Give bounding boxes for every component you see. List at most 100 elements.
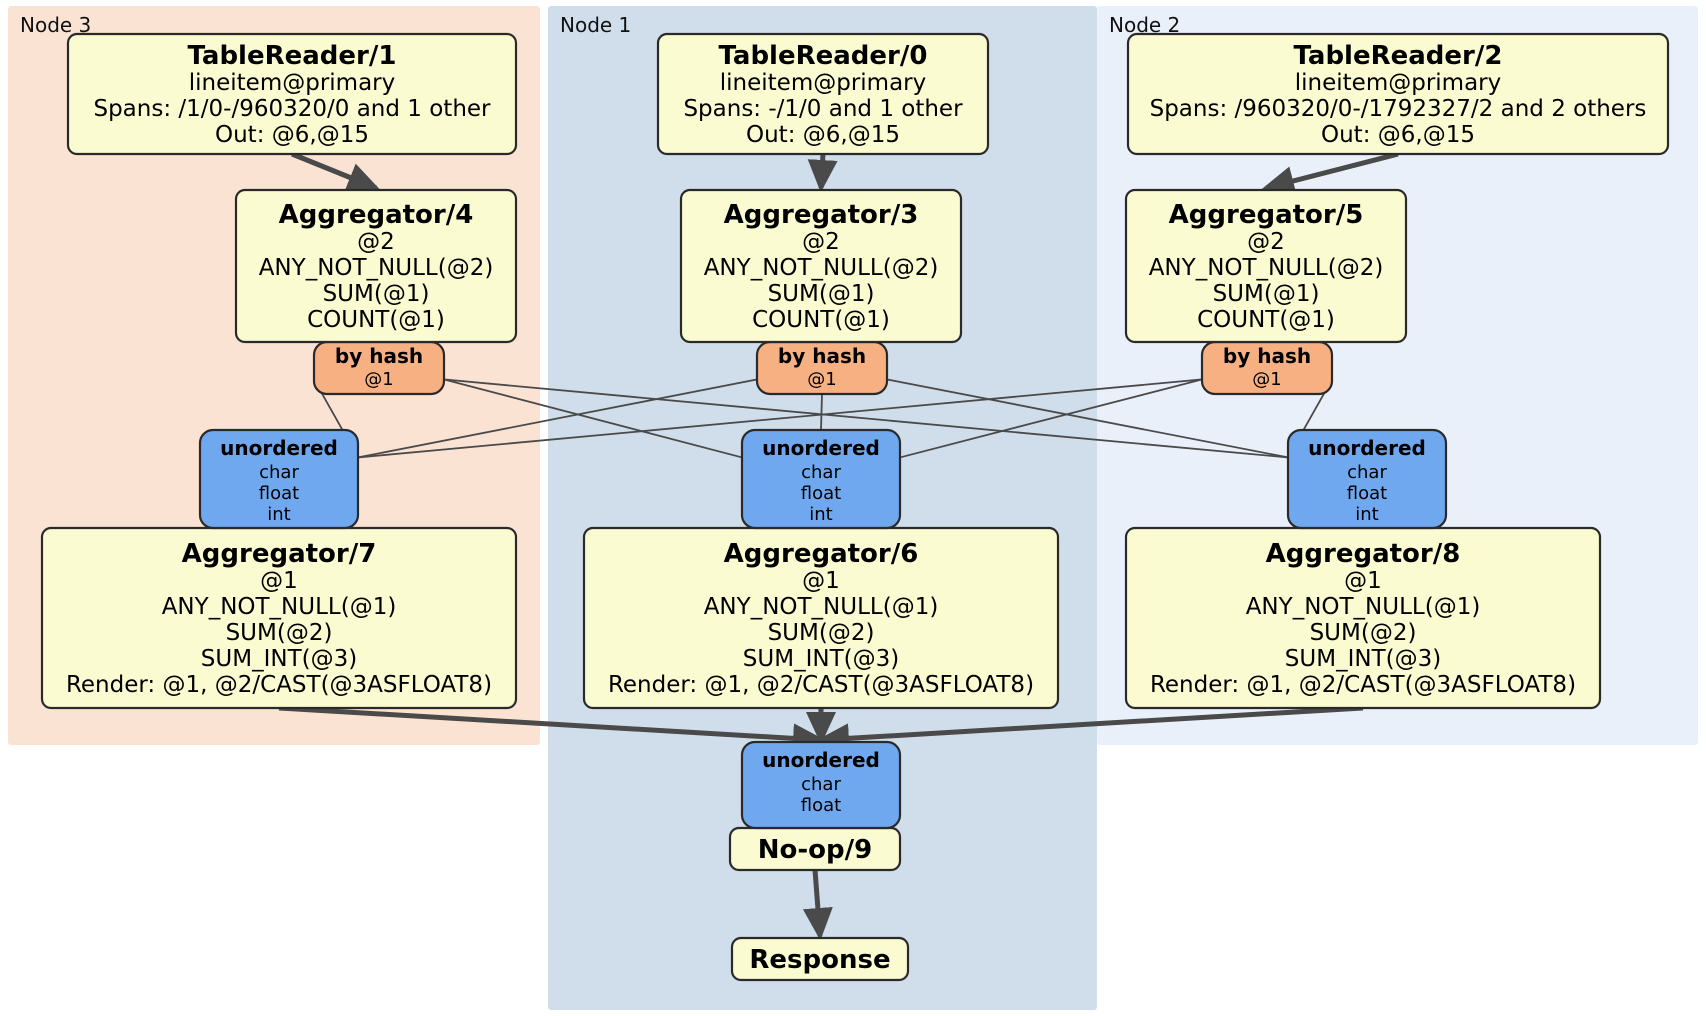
processor-box[interactable]	[656, 32, 990, 156]
unordered-router-box[interactable]	[1286, 428, 1448, 530]
processor-title: Aggregator/7	[182, 539, 377, 569]
hash-router-by-hash-5[interactable]: by hash@1	[1200, 340, 1334, 396]
processor-detail-line: ANY_NOT_NULL(@1)	[704, 594, 939, 620]
processor-box[interactable]	[679, 188, 963, 344]
processor-title: TableReader/0	[719, 41, 928, 71]
processor-noop-9[interactable]: No-op/9	[728, 826, 902, 872]
hash-router-detail-line: @1	[807, 369, 836, 390]
edge-hash4-to-unordered8	[443, 378, 1289, 459]
node-panel-label: Node 1	[560, 13, 631, 37]
unordered-router-box[interactable]	[740, 428, 902, 530]
processor-detail-line: lineitem@primary	[1295, 70, 1501, 96]
edge-noop9-to-response	[802, 869, 833, 941]
hash-router-by-hash-4[interactable]: by hash@1	[312, 340, 446, 396]
processor-detail-line: Out: @6,@15	[1321, 122, 1475, 148]
processor-box[interactable]	[1124, 188, 1408, 344]
processor-title: Aggregator/6	[724, 539, 919, 569]
processor-title: Response	[749, 945, 890, 975]
unordered-router-box[interactable]	[740, 740, 902, 830]
processor-box[interactable]	[730, 936, 910, 982]
processor-detail-line: Spans: /1/0-/960320/0 and 1 other	[93, 96, 491, 122]
processor-detail-line: SUM(@1)	[323, 281, 430, 307]
unordered-router-type-line: char	[259, 462, 299, 483]
processor-box[interactable]	[234, 188, 518, 344]
processor-detail-line: SUM(@2)	[1310, 620, 1417, 646]
processor-aggregator-5[interactable]: Aggregator/5@2ANY_NOT_NULL(@2)SUM(@1)COU…	[1124, 188, 1408, 344]
edge-hash3-to-unordered7	[357, 378, 758, 459]
hash-router-detail-line: @1	[1252, 369, 1281, 390]
unordered-router-title: unordered	[1308, 436, 1426, 460]
processor-detail-line: Out: @6,@15	[746, 122, 900, 148]
edge-hash4-to-unordered6	[443, 378, 743, 459]
processor-detail-line: SUM(@1)	[768, 281, 875, 307]
unordered-routers-layer: unorderedcharfloatintunorderedcharfloati…	[198, 428, 1448, 830]
processor-detail-line: COUNT(@1)	[307, 307, 445, 333]
processor-aggregator-4[interactable]: Aggregator/4@2ANY_NOT_NULL(@2)SUM(@1)COU…	[234, 188, 518, 344]
processor-detail-line: Render: @1, @2/CAST(@3ASFLOAT8)	[66, 672, 492, 698]
processor-detail-line: SUM(@2)	[226, 620, 333, 646]
processor-box[interactable]	[66, 32, 518, 156]
unordered-router-type-line: char	[801, 462, 841, 483]
direct-edges-layer	[264, 151, 1399, 941]
processor-aggregator-8[interactable]: Aggregator/8@1ANY_NOT_NULL(@1)SUM(@2)SUM…	[1124, 526, 1602, 710]
unordered-router-type-line: float	[801, 795, 841, 816]
processor-detail-line: ANY_NOT_NULL(@1)	[162, 594, 397, 620]
edge-tr1-to-agg4	[291, 151, 381, 192]
processor-detail-line: COUNT(@1)	[752, 307, 890, 333]
processor-detail-line: @2	[802, 229, 840, 255]
processor-title: Aggregator/4	[279, 200, 474, 230]
processor-detail-line: Out: @6,@15	[215, 122, 369, 148]
processor-detail-line: SUM_INT(@3)	[201, 646, 357, 672]
processor-title: Aggregator/8	[1266, 539, 1461, 569]
unordered-router-type-line: float	[801, 483, 841, 504]
edge-agg7-to-unordered9	[278, 705, 826, 754]
processor-detail-line: lineitem@primary	[189, 70, 395, 96]
hash-router-detail-line: @1	[364, 369, 393, 390]
processor-detail-line: @1	[260, 568, 298, 594]
unordered-router-box[interactable]	[198, 428, 360, 530]
processor-title: TableReader/1	[188, 41, 397, 71]
unordered-router-type-line: float	[1347, 483, 1387, 504]
edge-tr2-to-agg5	[1261, 151, 1399, 196]
edge-hash5-to-unordered6	[899, 378, 1203, 459]
processor-aggregator-6[interactable]: Aggregator/6@1ANY_NOT_NULL(@1)SUM(@2)SUM…	[582, 526, 1060, 710]
edge-hash3-to-unordered8	[886, 378, 1289, 459]
processor-detail-line: ANY_NOT_NULL(@2)	[1149, 255, 1384, 281]
processor-title: Aggregator/5	[1169, 200, 1364, 230]
unordered-router-title: unordered	[220, 436, 338, 460]
processor-detail-line: ANY_NOT_NULL(@1)	[1246, 594, 1481, 620]
processor-aggregator-3[interactable]: Aggregator/3@2ANY_NOT_NULL(@2)SUM(@1)COU…	[679, 188, 963, 344]
processor-detail-line: ANY_NOT_NULL(@2)	[704, 255, 939, 281]
processor-detail-line: lineitem@primary	[720, 70, 926, 96]
processor-detail-line: Spans: -/1/0 and 1 other	[683, 96, 963, 122]
unordered-router-type-line: int	[809, 504, 832, 525]
processor-detail-line: Render: @1, @2/CAST(@3ASFLOAT8)	[1150, 672, 1576, 698]
hash-router-title: by hash	[1223, 344, 1311, 368]
processor-title: No-op/9	[758, 835, 872, 865]
processor-response[interactable]: Response	[730, 936, 910, 982]
edge-hash5-to-unordered7	[357, 378, 1203, 459]
unordered-router-type-line: char	[801, 774, 841, 795]
processor-detail-line: ANY_NOT_NULL(@2)	[259, 255, 494, 281]
hash-router-title: by hash	[335, 344, 423, 368]
unordered-router-title: unordered	[762, 436, 880, 460]
unordered-router-type-line: int	[1355, 504, 1378, 525]
hash-router-by-hash-3[interactable]: by hash@1	[755, 340, 889, 396]
processor-detail-line: Render: @1, @2/CAST(@3ASFLOAT8)	[608, 672, 1034, 698]
processor-box[interactable]	[1126, 32, 1670, 156]
unordered-router-type-line: char	[1347, 462, 1387, 483]
processor-title: Aggregator/3	[724, 200, 919, 230]
processor-detail-line: @2	[357, 229, 395, 255]
edge-agg8-to-unordered9	[816, 705, 1364, 754]
processor-detail-line: COUNT(@1)	[1197, 307, 1335, 333]
processor-aggregator-7[interactable]: Aggregator/7@1ANY_NOT_NULL(@1)SUM(@2)SUM…	[40, 526, 518, 710]
